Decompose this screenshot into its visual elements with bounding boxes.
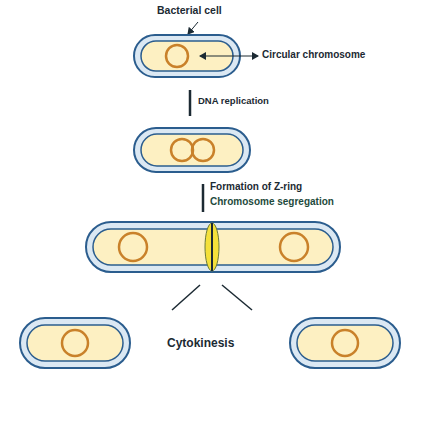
split-line [172,285,200,310]
step-label: Formation of Z-ring [210,181,302,193]
pointer-arrow [188,22,198,34]
step-arrow [189,90,192,116]
daughter-cell [290,318,400,368]
double-arrow [200,56,258,57]
split-line [222,285,252,310]
step-label: DNA replication [198,96,269,107]
daughter-cell [20,318,130,368]
step-label: Chromosome segregation [210,196,334,208]
dividing-cell [86,222,340,272]
replicating-cell [134,128,250,172]
callout-label: Circular chromosome [262,49,365,61]
title-label: Bacterial cell [157,4,222,16]
step-label: Cytokinesis [167,337,234,351]
step-arrow [202,184,205,212]
